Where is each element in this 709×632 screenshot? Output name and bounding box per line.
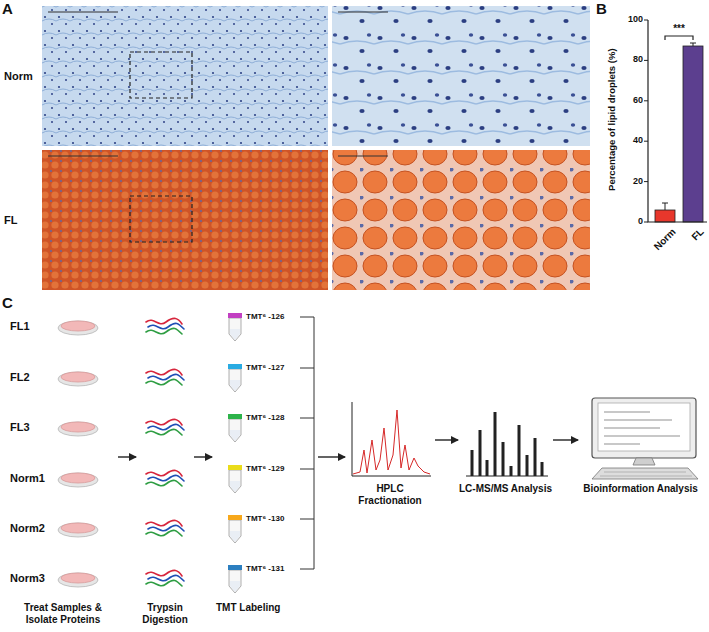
node-text: TMT⁶ -126 (246, 312, 302, 322)
sample-dish: Norm2 (8, 519, 58, 539)
row-label: FL (4, 214, 40, 227)
node-text: Norm3 (10, 572, 58, 585)
sample-dish: FL1 (8, 317, 58, 337)
node-text: TMT⁶ -127 (246, 363, 302, 373)
tick-label: 60 (616, 95, 643, 106)
node-text: FL1 (10, 320, 58, 333)
significance-mark: *** (664, 23, 694, 35)
tmt-tube: TMT⁶ -129 (244, 463, 302, 477)
flow-arrow (435, 439, 458, 440)
node-text: TMT⁶ -129 (246, 464, 302, 474)
node-text: LC-MS/MS Analysis (458, 483, 553, 495)
node-text: TMT⁶ -131 (246, 564, 302, 574)
flow-arrow (553, 439, 578, 440)
node-text: Norm1 (10, 472, 58, 485)
sample-dish: Norm3 (8, 569, 58, 589)
axis-title: Percentage of lipid droplets (%) (606, 20, 617, 220)
sample-dish: FL3 (8, 418, 58, 438)
node-text: Trypsin Digestion (136, 602, 194, 626)
sample-dish: Norm1 (8, 469, 58, 489)
row-label: Norm (4, 70, 40, 83)
tick-label: 20 (616, 176, 643, 187)
labeling-step: TMT Labeling TMT⁶ -126TMT⁶ -127TMT⁶ -128T… (212, 312, 318, 630)
flow-arrow (118, 456, 136, 457)
tmt-tube: TMT⁶ -126 (244, 311, 302, 325)
hplc-step: HPLC Fractionation (345, 395, 435, 520)
node-text: TMT⁶ -128 (246, 413, 302, 423)
category-label: Norm (642, 226, 679, 263)
tick-label: 100 (616, 14, 643, 25)
tmt-tube: TMT⁶ -127 (244, 362, 302, 376)
panel-letter: B (596, 0, 616, 18)
node-text: Treat Samples & Isolate Proteins (8, 602, 118, 626)
panel-letter: C (2, 294, 22, 312)
panel-letter: A (2, 0, 22, 18)
node-text: Norm2 (10, 522, 58, 535)
node-text: FL3 (10, 421, 58, 434)
bioinformatics-step: Bioinformation Analysis (578, 395, 703, 520)
node-text: Bioinformation Analysis (578, 483, 703, 495)
flow-arrow (318, 456, 345, 457)
flow-arrow (194, 456, 212, 457)
node-text: TMT Labeling (216, 602, 316, 614)
node-text: FL2 (10, 371, 58, 384)
sample-group: Treat Samples & Isolate Proteins FL1FL2FL… (8, 312, 118, 630)
node-text: HPLC Fractionation (345, 483, 435, 507)
tick-label: 40 (616, 135, 643, 146)
tmt-tube: TMT⁶ -131 (244, 563, 302, 577)
tick-label: 0 (616, 216, 643, 227)
tick-label: 80 (616, 54, 643, 65)
node-text: TMT⁶ -130 (246, 514, 302, 524)
sample-dish: FL2 (8, 368, 58, 388)
tmt-tube: TMT⁶ -128 (244, 412, 302, 426)
tmt-tube: TMT⁶ -130 (244, 513, 302, 527)
digestion-step: Trypsin Digestion (136, 312, 194, 630)
ms-step: LC-MS/MS Analysis (458, 395, 553, 520)
